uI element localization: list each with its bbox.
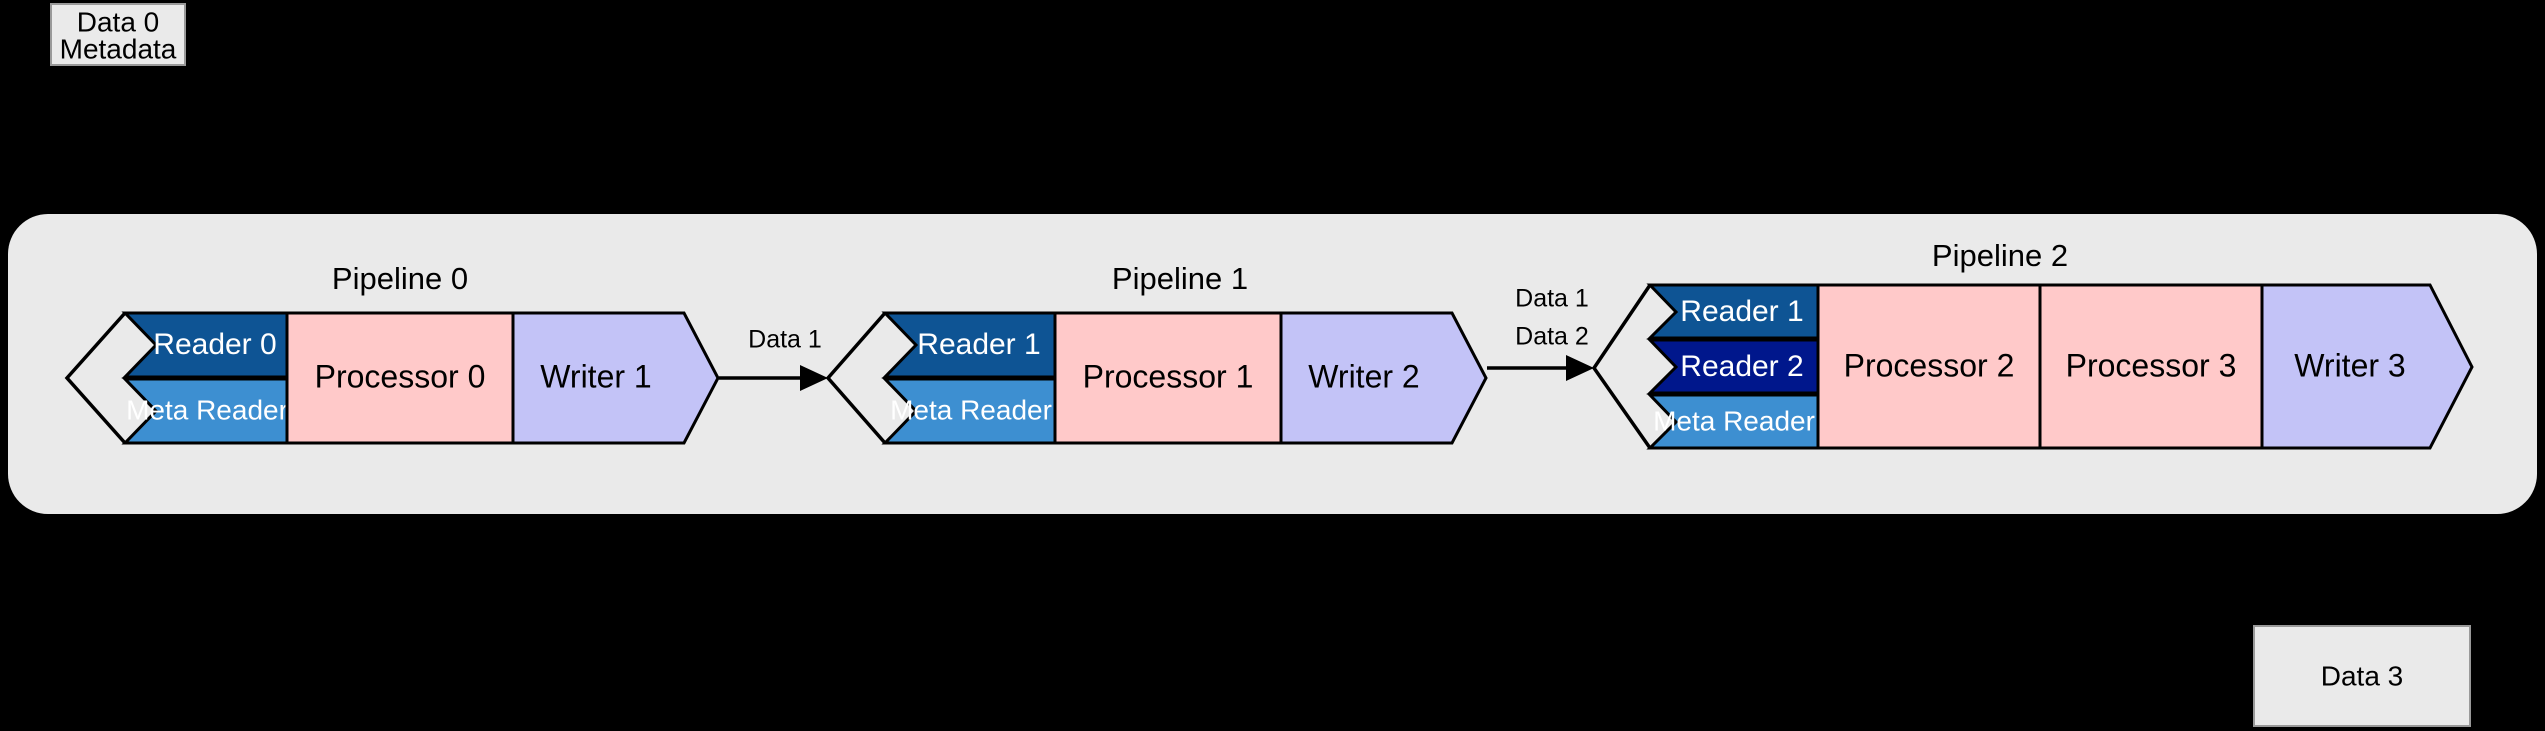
arrowhead-icon <box>800 365 828 391</box>
pipeline-1-writer-0-shape[interactable] <box>1279 311 1488 445</box>
pipeline-2-left-notch <box>1591 284 1652 450</box>
data-0-metadata-line1: Data 0 <box>77 6 160 37</box>
pipeline-0-left-notch <box>64 311 127 445</box>
pipeline-1-reader-1-label: Meta Reader <box>890 394 1052 425</box>
pipeline-1-reader-0-label: Reader 1 <box>917 328 1040 361</box>
pipeline-0-writer-0-shape[interactable] <box>511 311 720 445</box>
pipeline-2-writer-0-label: Writer 3 <box>2294 347 2405 383</box>
pipeline-1-title: Pipeline 1 <box>1112 261 1248 296</box>
pipeline-2-reader-1-label: Reader 2 <box>1680 350 1803 383</box>
pipeline-0-group[interactable]: Pipeline 0 Reader 0 Meta Reader Processo… <box>64 261 720 445</box>
data-3-label: Data 3 <box>2321 660 2404 691</box>
data-0-metadata-box: Data 0 Metadata <box>50 3 186 66</box>
pipeline-2-processor-1-label: Processor 3 <box>2066 347 2237 383</box>
pipeline-1-group[interactable]: Pipeline 1 Reader 1 Meta Reader Processo… <box>825 261 1488 445</box>
pipeline-0-reader-1-shape[interactable] <box>121 377 289 445</box>
pipeline-2-reader-2-label: Meta Reader <box>1653 405 1815 436</box>
connector-pipeline-0-to-1: Data 1 <box>719 326 828 391</box>
data-0-metadata-line2: Metadata <box>60 33 177 64</box>
pipeline-2-group[interactable]: Pipeline 2 Reader 1 Reader 2 Meta Reader… <box>1591 238 2474 450</box>
pipeline-0-reader-0-shape[interactable] <box>121 311 289 379</box>
pipeline-0-processor-0-shape[interactable] <box>285 311 515 445</box>
connector-0-1-label-0: Data 1 <box>748 326 822 354</box>
pipeline-2-processor-1-shape[interactable] <box>2038 283 2264 450</box>
pipeline-0-writer-0-label: Writer 1 <box>540 358 651 394</box>
pipeline-1-left-notch <box>825 311 887 445</box>
connector-pipeline-1-to-2: Data 1 Data 2 <box>1487 285 1594 381</box>
pipeline-2-reader-1-shape[interactable] <box>1646 338 1820 395</box>
pipeline-0-title: Pipeline 0 <box>332 261 468 296</box>
data-3-rect <box>2253 625 2471 727</box>
pipeline-1-reader-1-shape[interactable] <box>881 377 1057 445</box>
pipeline-2-processor-0-label: Processor 2 <box>1844 347 2015 383</box>
pipeline-1-processor-0-label: Processor 1 <box>1083 358 1254 394</box>
pipeline-0-reader-1-label: Meta Reader <box>126 394 288 425</box>
pipeline-1-processor-0-shape[interactable] <box>1053 311 1283 445</box>
pipeline-2-reader-2-shape[interactable] <box>1646 393 1820 450</box>
data-3-box: Data 3 <box>2253 625 2471 727</box>
pipeline-2-reader-0-shape[interactable] <box>1646 283 1820 340</box>
pipeline-1-writer-0-label: Writer 2 <box>1308 358 1419 394</box>
pipeline-0-processor-0-label: Processor 0 <box>315 358 486 394</box>
pipeline-2-reader-0-label: Reader 1 <box>1680 295 1803 328</box>
data-0-metadata-rect <box>50 3 186 66</box>
pipeline-2-writer-0-shape[interactable] <box>2260 283 2474 450</box>
pipeline-0-reader-0-label: Reader 0 <box>153 328 276 361</box>
arrowhead-icon <box>1566 355 1594 381</box>
pipeline-1-reader-0-shape[interactable] <box>881 311 1057 379</box>
connector-1-2-label-0: Data 1 <box>1515 285 1589 313</box>
pipeline-2-title: Pipeline 2 <box>1932 238 2068 273</box>
connector-1-2-label-1: Data 2 <box>1515 323 1589 351</box>
